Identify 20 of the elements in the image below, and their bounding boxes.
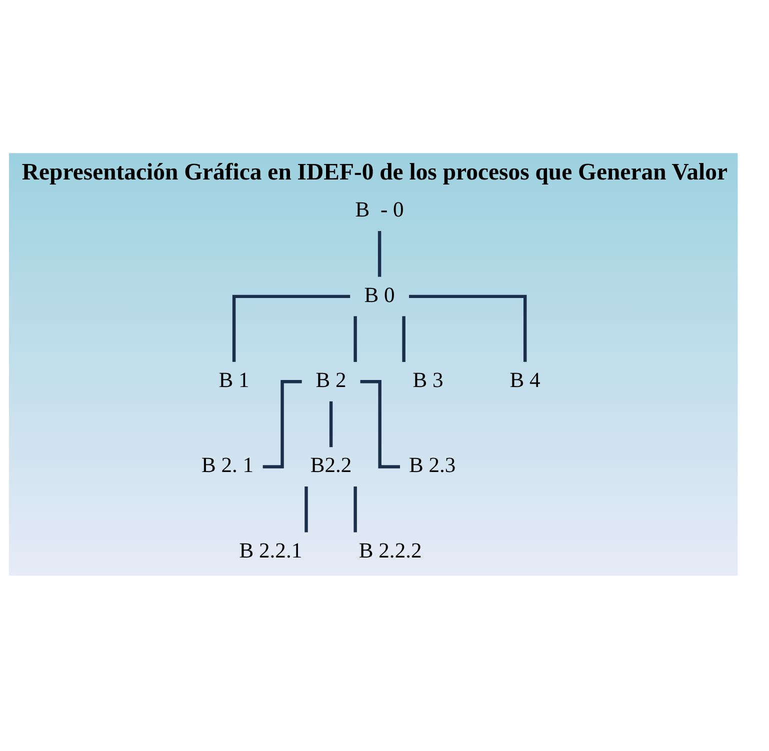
node-text: B 1 [218,367,249,392]
node-text: B 2. 1 [201,452,254,477]
connector [328,400,332,447]
node-text: B 2.2.1 [238,538,302,562]
node-text: B 0 [364,282,394,306]
connector [232,294,350,362]
connector [353,486,356,532]
connector [353,316,356,362]
node-text: B2.2 [310,452,352,477]
connector [377,230,381,276]
node-text: B 3 [412,367,443,392]
node-text: B 2.3 [408,452,456,477]
node-text: B 2.2.2 [358,538,422,562]
connector [402,316,405,362]
connector [408,294,526,362]
node-text: B 4 [509,367,540,392]
connector [304,486,308,532]
diagram-title: Representación Gráfica en IDEF-0 de los procesos que Generan Valor [21,159,728,186]
node-text: B 2 [315,367,346,392]
node-text: B - 0 [354,197,404,222]
